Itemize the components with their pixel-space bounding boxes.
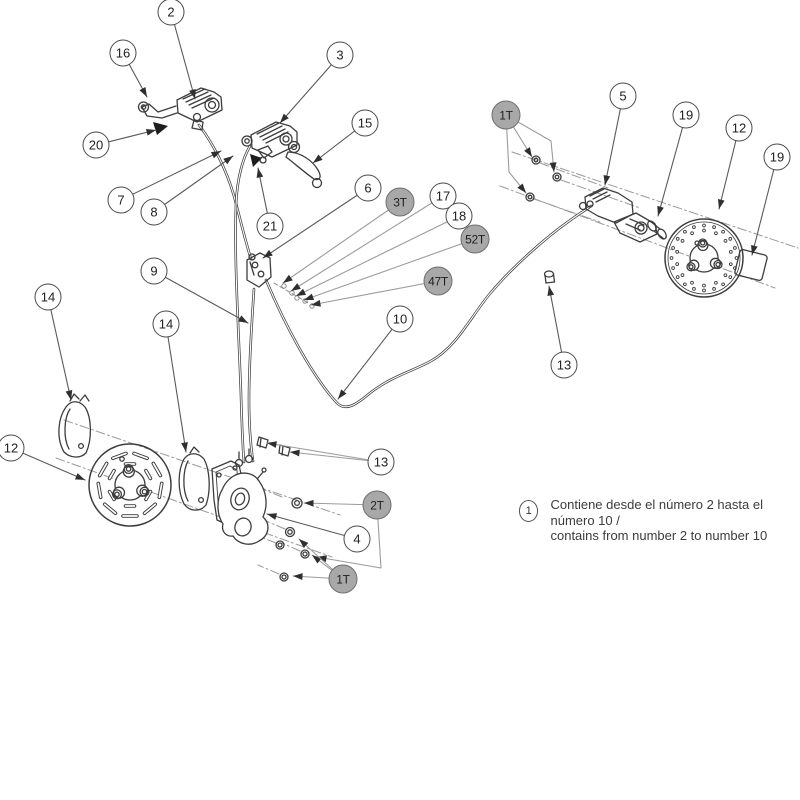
rear-assembly-axis-lines [499, 151, 799, 289]
note-number-balloon: 1 [519, 500, 539, 522]
callout-balloon: 1T [491, 100, 521, 130]
hose-junction-block [246, 252, 272, 288]
brake-lever [285, 151, 323, 189]
callout-balloon: 1T [328, 564, 358, 594]
callout-balloon: 2T [362, 490, 392, 520]
callout-balloon: 19 [672, 101, 700, 129]
callout-balloon: 19 [763, 143, 791, 171]
front-master-cylinder [137, 87, 223, 131]
callout-balloon: 3 [326, 41, 354, 69]
rear-caliper [578, 187, 658, 243]
front-brake-pad-outer [58, 393, 92, 458]
rear-master-cylinder [241, 121, 301, 164]
callout-balloon: 6 [354, 174, 382, 202]
front-caliper [217, 448, 269, 545]
lever-pivot-wedge-rear [250, 154, 262, 167]
leader-lines [10, 11, 778, 580]
callout-balloon: 20 [82, 131, 110, 159]
callout-balloon: 10 [386, 305, 414, 333]
callout-balloon: 7 [107, 186, 135, 214]
rear-pad-shim [734, 248, 768, 282]
callout-balloon: 12 [0, 434, 25, 462]
note-number: 1 [525, 505, 532, 517]
front-brake-disc [88, 443, 172, 527]
junction-fasteners [273, 282, 315, 309]
callout-balloon: 12 [725, 114, 753, 142]
callout-balloon: 8 [140, 198, 168, 226]
legend-note: 1 Contiene desde el número 2 hasta el nú… [519, 497, 800, 544]
callout-balloon: 14 [152, 310, 180, 338]
lever-pivot-wedge-front [153, 122, 168, 135]
callout-balloon: 16 [109, 39, 137, 67]
hose-clips-front [256, 436, 291, 457]
rear-brake-disc [664, 218, 744, 298]
front-caliper-fasteners [275, 497, 310, 582]
front-brake-hose [197, 123, 256, 464]
note-text: Contiene desde el número 2 hasta el núme… [550, 497, 800, 544]
callout-balloon: 9 [140, 257, 168, 285]
callout-balloon: 14 [34, 283, 62, 311]
callout-balloon: 52T [460, 224, 490, 254]
callout-balloon: 47T [423, 266, 453, 296]
callout-balloon: 15 [351, 109, 379, 137]
callout-balloon: 21 [256, 212, 284, 240]
note-text-es: Contiene desde el número 2 hasta el núme… [550, 497, 763, 528]
callout-balloon: 5 [609, 82, 637, 110]
callout-balloon: 13 [550, 351, 578, 379]
front-brake-pad-inner [178, 446, 210, 511]
rear-brake-hose [264, 204, 593, 409]
callout-balloon: 2 [157, 0, 185, 26]
rear-caliper-bolts [525, 155, 562, 202]
callout-balloon: 4 [343, 525, 371, 553]
callout-balloon: 13 [367, 448, 395, 476]
rear-disc-spacer [647, 220, 667, 240]
front-assembly-axis-lines [55, 419, 341, 575]
hose-clip-rear [543, 270, 556, 284]
note-text-en: contains from number 2 to number 10 [550, 528, 768, 543]
callout-balloon: 3T [385, 187, 415, 217]
